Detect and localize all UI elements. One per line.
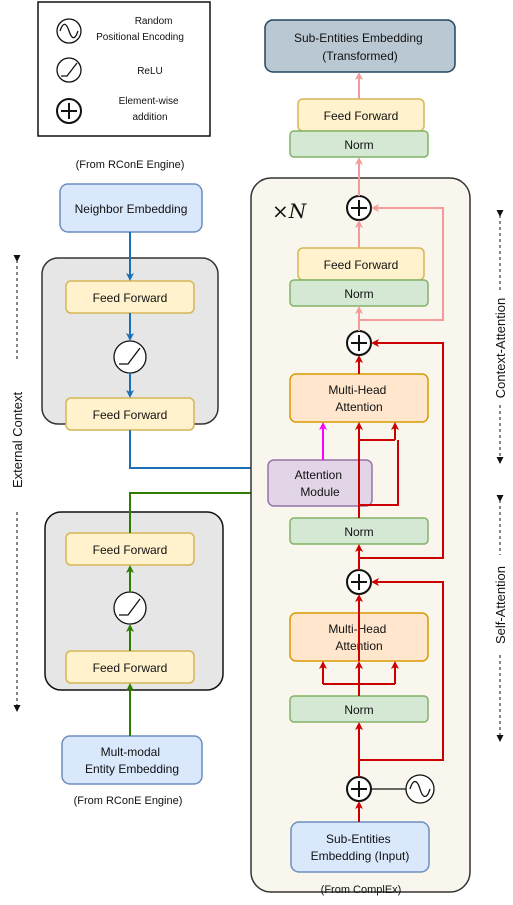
- self-attention-label: Self-Attention: [493, 566, 508, 644]
- ctx-mha-line1: Multi-Head: [328, 383, 386, 397]
- relu-top-icon: [113, 340, 147, 374]
- add-ctx-mha-icon: [346, 330, 372, 356]
- repeat-n-label: ×N: [272, 199, 308, 223]
- input-embedding-box: [290, 821, 430, 873]
- add-input-icon: [346, 776, 372, 802]
- ext-ff-bot-1-label: Feed Forward: [93, 543, 168, 557]
- legend-positional-line1: Random: [135, 16, 173, 27]
- attention-module-line2: Module: [300, 485, 340, 499]
- attention-module-label: Attention Module: [295, 468, 346, 499]
- context-attention-side-label: Context-Attention: [493, 210, 508, 464]
- self-mha-line1: Multi-Head: [328, 622, 386, 636]
- caption-from-rcone-top: (From RConE Engine): [76, 159, 185, 171]
- legend-positional-label: Random Positional Encoding: [96, 16, 184, 43]
- multimodal-embedding-label: Mult-modal Entity Embedding: [85, 745, 179, 776]
- ctx-mha-box: [289, 373, 429, 423]
- final-ff-label: Feed Forward: [324, 109, 399, 123]
- blue-flow-arrows: [126, 232, 268, 472]
- output-embedding-label: Sub-Entities Embedding (Transformed): [294, 31, 426, 63]
- ctx-mha-label: Multi-Head Attention: [328, 383, 389, 414]
- external-context-side-label: External Context: [10, 255, 25, 712]
- multimodal-embedding-line2: Entity Embedding: [85, 762, 179, 776]
- output-embedding-box: [264, 19, 456, 73]
- green-flow-arrows: [126, 489, 268, 736]
- ext-ff-bot-2-label: Feed Forward: [93, 661, 168, 675]
- legend-addition-line2: addition: [132, 112, 167, 123]
- legend-relu-label: ReLU: [137, 66, 163, 77]
- positional-encoding-input-icon: [405, 774, 435, 804]
- ctx-mha-line2: Attention: [335, 400, 382, 414]
- self-norm-label: Norm: [344, 703, 373, 717]
- multimodal-embedding-line1: Mult-modal: [101, 745, 160, 759]
- neighbor-embedding-label: Neighbor Embedding: [75, 202, 188, 216]
- input-embedding-line1: Sub-Entities: [326, 832, 391, 846]
- final-norm-label: Norm: [344, 138, 373, 152]
- output-embedding-line2: (Transformed): [322, 49, 398, 63]
- red-flow-arrows: [319, 339, 444, 822]
- ext-ff-top-2-label: Feed Forward: [93, 408, 168, 422]
- relu-bottom-icon: [113, 591, 147, 625]
- ctx-norm2-label: Norm: [344, 287, 373, 301]
- external-context-label: External Context: [10, 392, 25, 488]
- relu-icon: [56, 57, 82, 83]
- add-ctx-ff-icon: [346, 195, 372, 221]
- input-embedding-line2: Embedding (Input): [311, 849, 410, 863]
- add-icon: [56, 98, 82, 124]
- output-embedding-line1: Sub-Entities Embedding: [294, 31, 423, 45]
- ctx-norm1-label: Norm: [344, 525, 373, 539]
- attention-module-box: [267, 459, 373, 507]
- pink-flow-arrows: [355, 72, 444, 331]
- ext-ff-top-1-label: Feed Forward: [93, 291, 168, 305]
- legend: Random Positional Encoding ReLU Element-…: [37, 1, 211, 137]
- positional-encoding-icon: [56, 18, 82, 44]
- self-attention-side-label: Self-Attention: [493, 495, 508, 742]
- caption-from-rcone-bottom: (From RConE Engine): [74, 795, 183, 807]
- multimodal-embedding-box: [61, 735, 203, 785]
- legend-addition-line1: Element-wise: [119, 96, 179, 107]
- legend-addition-label: Element-wise addition: [119, 96, 182, 123]
- ctx-ff-label: Feed Forward: [324, 258, 399, 272]
- add-self-mha-icon: [346, 569, 372, 595]
- caption-from-complex: (From ComplEx): [321, 884, 402, 896]
- context-attention-label: Context-Attention: [493, 298, 508, 398]
- attention-module-line1: Attention: [295, 468, 342, 482]
- input-embedding-label: Sub-Entities Embedding (Input): [311, 832, 410, 863]
- legend-positional-line2: Positional Encoding: [96, 32, 184, 43]
